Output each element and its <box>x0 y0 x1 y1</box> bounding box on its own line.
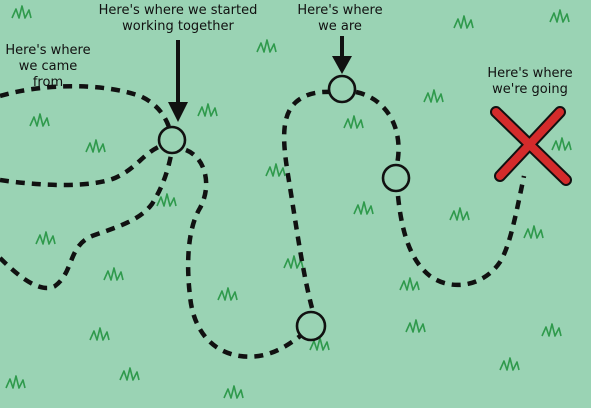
waypoint-circle-icon <box>157 125 187 155</box>
grass-tuft-icon <box>119 367 140 381</box>
label-came-from: Here's where we came from <box>5 43 91 90</box>
grass-tuft-icon <box>353 201 374 215</box>
arrow-down-icon <box>168 40 188 122</box>
grass-tuft-icon <box>541 323 562 337</box>
grass-tuft-icon <box>549 9 570 23</box>
grass-tuft-icon <box>453 15 474 29</box>
grass-tuft-icon <box>197 103 218 117</box>
waypoint-circle-icon <box>381 163 411 193</box>
grass-tuft-icon <box>499 357 520 371</box>
label-started-together: Here's where we started working together <box>98 3 258 34</box>
grass-tuft-icon <box>551 137 572 151</box>
grass-tuft-icon <box>29 113 50 127</box>
grass-tuft-icon <box>449 207 470 221</box>
waypoint-circle-icon <box>327 74 357 104</box>
grass-tuft-icon <box>399 277 420 291</box>
grass-tuft-icon <box>35 231 56 245</box>
arrow-down-icon <box>332 36 352 74</box>
grass-tuft-icon <box>89 327 110 341</box>
grass-tuft-icon <box>343 115 364 129</box>
grass-tuft-icon <box>11 5 32 19</box>
grass-tuft-icon <box>405 319 426 333</box>
grass-tuft-icon <box>256 39 277 53</box>
waypoint-circle-icon <box>295 310 327 342</box>
grass-tuft-icon <box>523 225 544 239</box>
grass-tuft-icon <box>217 287 238 301</box>
path-came-from-bottom <box>0 149 175 291</box>
path-came-from-middle <box>0 141 167 188</box>
label-we-are: Here's where we are <box>297 3 383 34</box>
grass-tuft-icon <box>265 163 286 177</box>
grass-tuft-icon <box>85 139 106 153</box>
path-came-from-top <box>0 84 175 139</box>
grass-tuft-icon <box>5 375 26 389</box>
grass-tuft-icon <box>423 89 444 103</box>
x-mark-icon <box>490 106 572 186</box>
grass-tuft-icon <box>223 385 244 399</box>
label-going: Here's where we're going <box>487 66 573 97</box>
grass-layer <box>5 5 572 399</box>
grass-tuft-icon <box>156 193 177 207</box>
grass-tuft-icon <box>103 267 124 281</box>
path-journey <box>184 89 527 359</box>
